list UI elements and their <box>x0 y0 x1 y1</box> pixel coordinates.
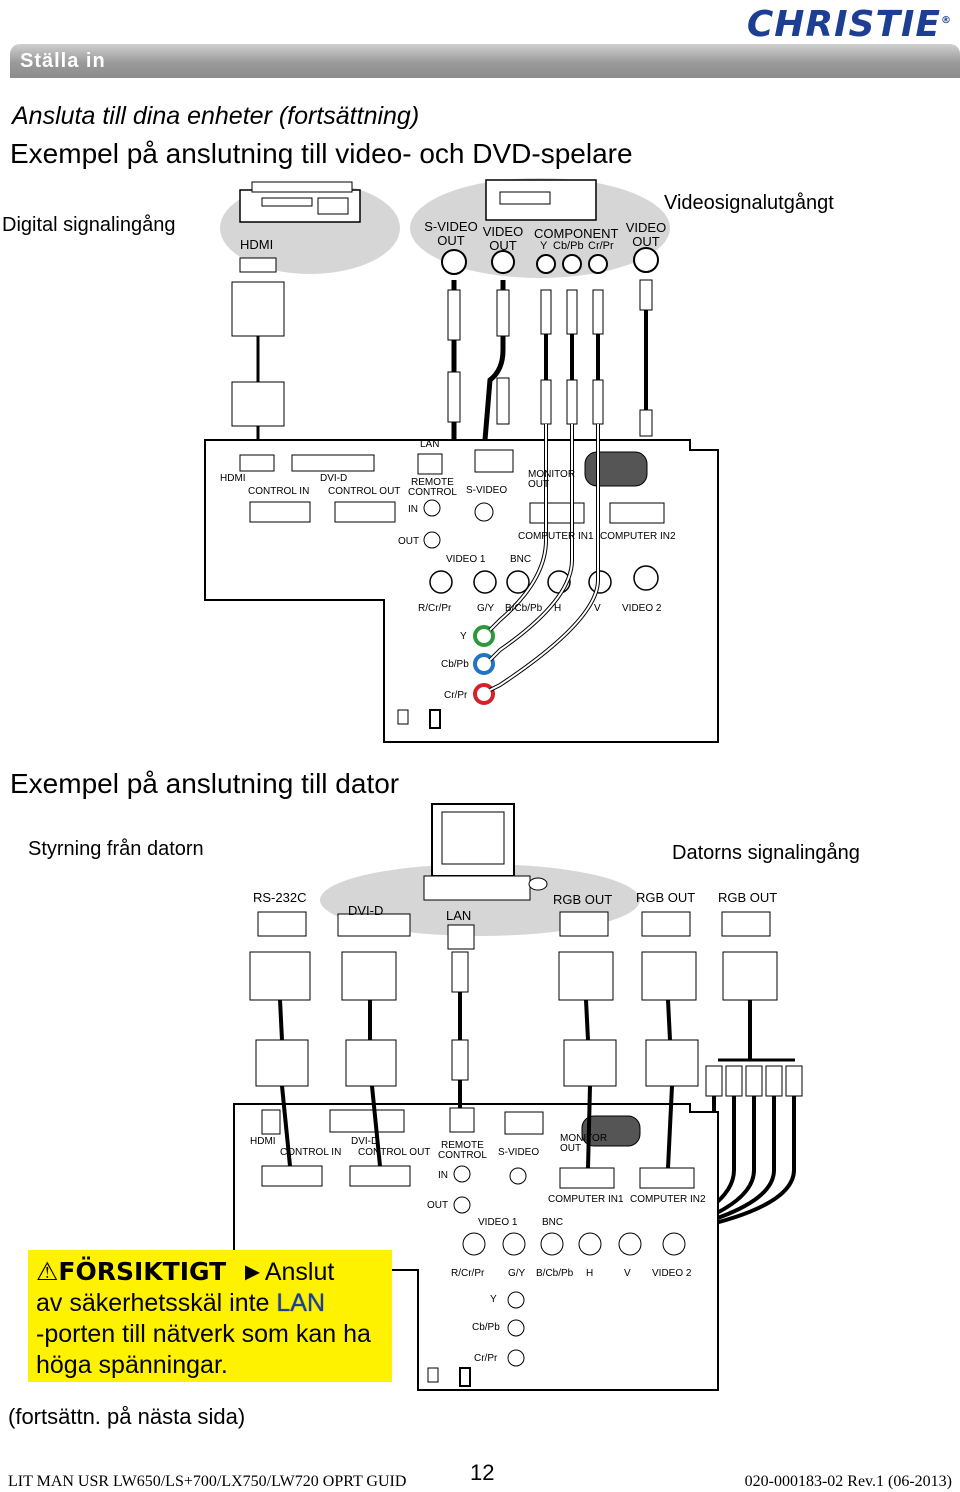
rgb-out-label-3: RGB OUT <box>718 890 778 905</box>
panel2-control-out-label: CONTROL OUT <box>358 1147 431 1158</box>
section-header: Ställa in <box>10 44 960 78</box>
video-signal-output-label: Videosignalutgångt <box>664 192 834 214</box>
comp-cr-label: Cr/Pr <box>588 240 614 252</box>
caution-text-1: Anslut <box>264 1258 335 1286</box>
computer-signal-input-label: Datorns signalingång <box>672 842 860 864</box>
footer-revision: 020-000183-02 Rev.1 (06-2013) <box>744 1473 952 1490</box>
panel-v-label: V <box>594 603 601 614</box>
panel2-remote-label: REMOTE <box>441 1140 484 1151</box>
subtitle: Ansluta till dina enheter (fortsättning) <box>12 102 420 130</box>
panel-svideo-label: S-VIDEO <box>466 485 508 496</box>
panel2-out-label: OUT <box>427 1200 449 1211</box>
panel2-computer-in1-label: COMPUTER IN1 <box>548 1194 624 1205</box>
warning-triangle-icon: ⚠ <box>36 1258 59 1286</box>
rs232c-label: RS-232C <box>253 890 307 905</box>
panel-control-out-label: CONTROL OUT <box>328 486 401 497</box>
panel-cbpb-label: Cb/Pb <box>441 659 469 670</box>
christie-logo: CHRISTIE® <box>746 4 952 45</box>
panel2-control-label: CONTROL <box>438 1150 487 1161</box>
panel-control-label: CONTROL <box>408 487 457 498</box>
caution-text-2: av säkerhetsskäl inte <box>36 1289 270 1317</box>
section-title: Ställa in <box>20 50 106 72</box>
caution-lan-word: LAN <box>276 1289 326 1317</box>
panel-out-label: OUT <box>398 536 420 547</box>
panel-computer-in2-label: COMPUTER IN2 <box>600 531 676 542</box>
component-label: COMPONENT <box>534 226 619 241</box>
dvid-label: DVI-D <box>348 903 384 918</box>
panel-lan-label: LAN <box>420 439 440 450</box>
hdmi-label: HDMI <box>240 237 274 252</box>
panel-control-in-label: CONTROL IN <box>248 486 310 497</box>
panel2-cbpb-label: Cb/Pb <box>472 1322 500 1333</box>
panel2-rcr-label: R/Cr/Pr <box>451 1268 485 1279</box>
panel-y-label: Y <box>460 631 467 642</box>
caution-heading: FÖRSIKTIGT <box>58 1257 227 1286</box>
video-dvd-diagram <box>204 178 719 743</box>
panel-bnc-label: BNC <box>510 554 532 565</box>
panel-in-label: IN <box>408 504 418 515</box>
svideo-out-label: S-VIDEO OUT <box>424 219 478 248</box>
panel2-gy-label: G/Y <box>508 1268 526 1279</box>
panel-bcb-label: B/Cb/Pb <box>505 603 543 614</box>
panel-video1-label: VIDEO 1 <box>446 554 486 565</box>
panel-remote-label: REMOTE <box>411 477 454 488</box>
panel2-video1-label: VIDEO 1 <box>478 1217 518 1228</box>
control-from-computer-label: Styrning från datorn <box>28 838 204 860</box>
panel2-control-in-label: CONTROL IN <box>280 1147 342 1158</box>
rgb-out-label-2: RGB OUT <box>636 890 696 905</box>
panel2-y-label: Y <box>490 1294 497 1305</box>
panel2-computer-in2-label: COMPUTER IN2 <box>630 1194 706 1205</box>
arrow-icon: ► <box>240 1258 265 1286</box>
comp-cb-label: Cb/Pb <box>553 240 584 252</box>
panel-monitor-out-label: OUT <box>528 479 550 490</box>
panel-dvid-label: DVI-D <box>320 473 348 484</box>
comp-y-label: Y <box>540 240 548 252</box>
panel2-crpr-label: Cr/Pr <box>474 1353 498 1364</box>
panel-gy-label: G/Y <box>477 603 495 614</box>
panel2-in-label: IN <box>438 1170 448 1181</box>
caution-text-3: -porten till nätverk som kan ha höga spä… <box>36 1320 371 1379</box>
panel-computer-in1-label: COMPUTER IN1 <box>518 531 594 542</box>
video-out-label: VIDEO OUT <box>482 224 524 253</box>
footer-doc-id: LIT MAN USR LW650/LS+700/LX750/LW720 OPR… <box>8 1473 407 1490</box>
panel2-v-label: V <box>624 1268 631 1279</box>
panel2-h-label: H <box>586 1268 594 1279</box>
panel-video2-label: VIDEO 2 <box>622 603 662 614</box>
panel-hdmi-label: HDMI <box>220 473 246 484</box>
panel2-hdmi-label: HDMI <box>250 1136 276 1147</box>
panel2-dvid-label: DVI-D <box>351 1136 379 1147</box>
panel-monitor-label: MONITOR <box>528 469 576 480</box>
continued-note: (fortsättn. på nästa sida) <box>8 1404 246 1429</box>
panel2-bnc-label: BNC <box>542 1217 564 1228</box>
panel-crpr-label: Cr/Pr <box>444 690 468 701</box>
digital-signal-input-label: Digital signalingång <box>2 214 176 236</box>
panel2-monitor-label: MONITOR <box>560 1133 608 1144</box>
rgb-out-label-1: RGB OUT <box>553 892 613 907</box>
panel2-monitor-out-label: OUT <box>560 1143 582 1154</box>
panel2-svideo-label: S-VIDEO <box>498 1147 540 1158</box>
lan-label: LAN <box>446 908 472 923</box>
panel-rcr-label: R/Cr/Pr <box>418 603 452 614</box>
panel2-bcb-label: B/Cb/Pb <box>536 1268 574 1279</box>
page-number: 12 <box>470 1460 495 1485</box>
heading-video-dvd: Exempel på anslutning till video- och DV… <box>10 138 633 169</box>
panel2-video2-label: VIDEO 2 <box>652 1268 692 1279</box>
heading-computer: Exempel på anslutning till dator <box>10 768 400 799</box>
panel-h-label: H <box>554 603 562 614</box>
video-out2-label: VIDEO OUT <box>625 220 667 249</box>
caution-box: ⚠FÖRSIKTIGT ►Anslut av säkerhetsskäl int… <box>28 1250 392 1382</box>
